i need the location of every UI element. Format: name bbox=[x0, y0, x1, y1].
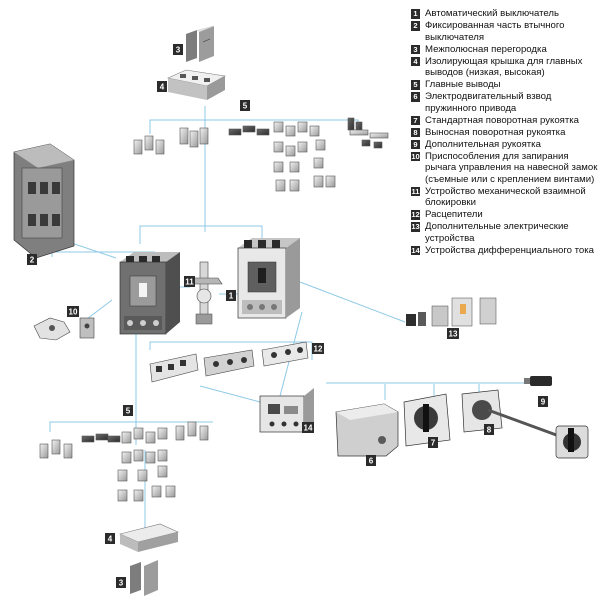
callout-2: 2 bbox=[27, 254, 37, 265]
legend-text: Выносная поворотная рукоятка bbox=[425, 126, 566, 138]
svg-text:1: 1 bbox=[229, 292, 234, 301]
legend-text: Расцепители bbox=[425, 209, 483, 220]
legend-text: Устройства дифференциального тока bbox=[425, 244, 594, 256]
legend-text: Изолирующая крышка для главных выводов (… bbox=[425, 55, 583, 79]
svg-text:11: 11 bbox=[185, 278, 194, 287]
additional-handle bbox=[524, 376, 552, 386]
circuit-breaker-right bbox=[237, 238, 300, 319]
callout-3-bottom: 3 bbox=[116, 577, 126, 588]
circuit-breaker-left bbox=[119, 252, 180, 335]
svg-text:3: 3 bbox=[176, 46, 181, 55]
callout-11: 11 bbox=[184, 276, 195, 287]
callout-13: 13 bbox=[447, 328, 459, 339]
callout-12: 12 bbox=[312, 343, 324, 354]
svg-text:5: 5 bbox=[126, 407, 131, 416]
callout-10: 10 bbox=[67, 306, 79, 317]
legend-text: Стандартная поворотная рукоятка bbox=[425, 114, 579, 126]
callout-1: 1 bbox=[226, 290, 236, 301]
svg-text:10: 10 bbox=[69, 308, 78, 317]
legend-text: Межполюсная перегородка bbox=[425, 43, 547, 55]
legend-text: Устройство механической взаимной блокиро… bbox=[425, 185, 586, 209]
legend-text: Главные выводы bbox=[425, 79, 501, 90]
residual-current-device bbox=[259, 388, 314, 433]
svg-text:8: 8 bbox=[487, 426, 492, 435]
main-terminals-bottom bbox=[39, 421, 209, 502]
legend-text: Фиксированная часть втычного выключателя bbox=[425, 20, 565, 43]
terminal-cover-bottom bbox=[119, 523, 179, 552]
rotary-handle-extended bbox=[461, 389, 589, 459]
callout-8: 8 bbox=[484, 424, 494, 435]
interlock-device bbox=[185, 261, 223, 325]
callout-4-bottom: 4 bbox=[105, 533, 115, 544]
legend-text: Дополнительная рукоятка bbox=[425, 138, 541, 150]
svg-text:7: 7 bbox=[431, 439, 436, 448]
phase-barriers-bottom bbox=[130, 560, 158, 596]
legend-text: Автоматический выключатель bbox=[425, 8, 559, 19]
callout-5-top: 5 bbox=[240, 100, 250, 111]
svg-text:13: 13 bbox=[449, 330, 458, 339]
trip-units bbox=[149, 341, 309, 383]
callout-3-top: 3 bbox=[173, 44, 183, 55]
svg-text:4: 4 bbox=[160, 83, 165, 92]
callout-9: 9 bbox=[538, 396, 548, 407]
rotary-handle-standard bbox=[403, 393, 451, 447]
legend-text: Дополнительные электрические устройства bbox=[425, 221, 569, 244]
svg-text:2: 2 bbox=[30, 256, 35, 265]
legend-text: Электродвигательный взвод пружинного при… bbox=[425, 91, 552, 114]
svg-text:14: 14 bbox=[304, 424, 313, 433]
svg-text:6: 6 bbox=[369, 457, 374, 466]
callout-6: 6 bbox=[366, 455, 376, 466]
callout-7: 7 bbox=[428, 437, 438, 448]
svg-text:3: 3 bbox=[119, 579, 124, 588]
padlocking-devices bbox=[33, 317, 95, 341]
main-terminals-top bbox=[133, 117, 389, 192]
auxiliary-electrical-devices bbox=[406, 297, 497, 327]
callout-4-top: 4 bbox=[157, 81, 167, 92]
svg-text:12: 12 bbox=[314, 345, 323, 354]
plug-in-base bbox=[13, 143, 75, 259]
phase-barriers-top bbox=[186, 26, 214, 62]
terminal-cover-top bbox=[167, 69, 226, 100]
motor-mechanism bbox=[335, 403, 399, 457]
svg-text:4: 4 bbox=[108, 535, 113, 544]
svg-text:9: 9 bbox=[541, 398, 546, 407]
callout-14: 14 bbox=[302, 422, 314, 433]
callout-5-bottom: 5 bbox=[123, 405, 133, 416]
legend-text: Приспособления для запирания рычага упра… bbox=[425, 150, 598, 185]
svg-text:5: 5 bbox=[243, 102, 248, 111]
